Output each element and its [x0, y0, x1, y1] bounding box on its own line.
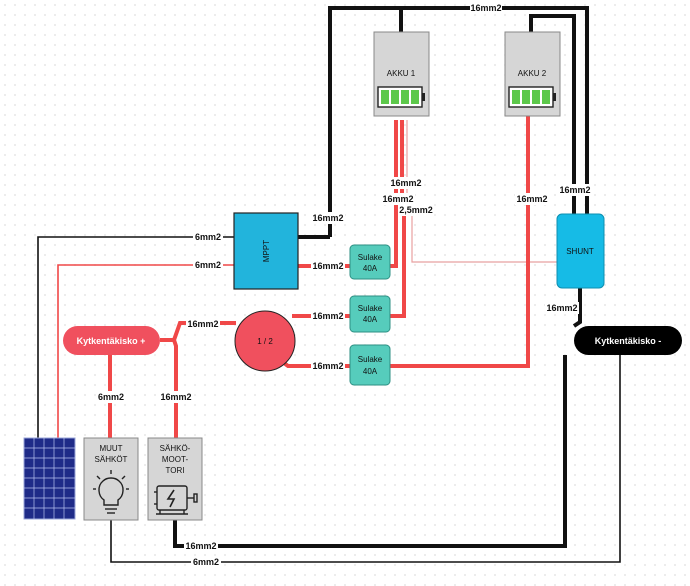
wire-akku2-positive: [390, 116, 530, 368]
muut-label-1: MUUT: [99, 444, 122, 453]
cable-label-akku2-pos: 16mm2: [515, 193, 549, 205]
cable-label-bottom-motor: 16mm2: [184, 540, 218, 552]
battery-switch: 1 / 2: [234, 310, 296, 372]
cable-label-akku2-neg: 16mm2: [558, 184, 592, 196]
motor-label-2: MOOT-: [162, 455, 189, 464]
svg-text:16mm2: 16mm2: [160, 392, 191, 402]
svg-text:16mm2: 16mm2: [516, 194, 547, 204]
battery-akku-2: AKKU 2: [504, 31, 561, 117]
akku1-label: AKKU 1: [387, 69, 416, 78]
cable-label-muut-feed: 6mm2: [96, 391, 126, 403]
svg-text:6mm2: 6mm2: [98, 392, 124, 402]
battery-level-icon: [377, 86, 425, 108]
fuse-3: Sulake 40A: [349, 344, 391, 386]
svg-text:16mm2: 16mm2: [312, 361, 343, 371]
svg-text:16mm2: 16mm2: [187, 319, 218, 329]
busbar-negative-label: Kytkentäkisko -: [595, 336, 662, 346]
motor-label-1: SÄHKÖ-: [160, 444, 191, 453]
wire-top-negative: [328, 6, 589, 237]
shunt-label: SHUNT: [566, 247, 594, 256]
svg-text:16mm2: 16mm2: [312, 311, 343, 321]
busbar-positive: Kytkentäkisko +: [63, 326, 160, 355]
fuse-2-rating: 40A: [363, 315, 378, 324]
fuse-1: Sulake 40A: [349, 244, 391, 280]
motor-label-3: TORI: [166, 466, 185, 475]
wire-panel-negative: [37, 236, 234, 438]
wire-akku1-sense: [406, 120, 557, 263]
svg-text:16mm2: 16mm2: [546, 303, 577, 313]
lightbulb-icon: [93, 470, 129, 514]
cable-label-akku1-sense: 2,5mm2: [398, 204, 434, 216]
svg-text:16mm2: 16mm2: [312, 213, 343, 223]
cable-label-bottom-muut: 6mm2: [191, 556, 221, 568]
svg-text:6mm2: 6mm2: [195, 232, 221, 242]
svg-text:6mm2: 6mm2: [193, 557, 219, 567]
switch-label: 1 / 2: [257, 337, 273, 346]
mppt-controller: MPPT: [233, 212, 299, 290]
cable-label-busbar-switch: 16mm2: [186, 318, 220, 330]
fuse-3-label: Sulake: [358, 355, 383, 364]
fuse-1-rating: 40A: [363, 264, 378, 273]
wire-akku2-negative: [529, 14, 576, 214]
solar-panel-icon: [23, 437, 76, 520]
cable-label-top: 16mm2: [470, 2, 502, 14]
battery-level-icon: [508, 86, 556, 108]
fuse-3-rating: 40A: [363, 367, 378, 376]
fuse-2-label: Sulake: [358, 304, 383, 313]
cable-label-akku1-pos-b: 16mm2: [381, 193, 415, 205]
cable-label-mppt-fuse: 16mm2: [311, 260, 345, 272]
svg-text:6mm2: 6mm2: [195, 260, 221, 270]
electric-motor: SÄHKÖ- MOOT- TORI: [147, 437, 203, 521]
cable-label-motor-feed: 16mm2: [159, 391, 193, 403]
mppt-label: MPPT: [262, 240, 271, 262]
battery-akku-1: AKKU 1: [373, 31, 430, 117]
wire-bottom-negative-thin: [110, 355, 621, 563]
wire-panel-positive: [57, 264, 234, 438]
svg-text:16mm2: 16mm2: [312, 261, 343, 271]
cable-label-switch-fuse2: 16mm2: [311, 310, 345, 322]
muut-label-2: SÄHKÖT: [95, 455, 128, 464]
svg-text:16mm2: 16mm2: [185, 541, 216, 551]
cable-label-shunt-neg: 16mm2: [545, 302, 579, 314]
cable-label-switch-fuse3: 16mm2: [311, 360, 345, 372]
cable-label-mppt-top: 16mm2: [311, 212, 345, 224]
cable-label-panel-pos: 6mm2: [193, 259, 223, 271]
wire-shunt-to-busbar: [572, 288, 582, 328]
cable-label-akku1-pos-a: 16mm2: [389, 177, 423, 189]
svg-text:16mm2: 16mm2: [470, 3, 501, 13]
fuse-1-label: Sulake: [358, 253, 383, 262]
busbar-negative: Kytkentäkisko -: [574, 326, 682, 355]
svg-text:16mm2: 16mm2: [390, 178, 421, 188]
cable-label-panel-neg: 6mm2: [193, 231, 223, 243]
wire-bottom-negative-thick: [173, 355, 567, 548]
svg-text:2,5mm2: 2,5mm2: [399, 205, 433, 215]
shunt: SHUNT: [556, 213, 605, 289]
other-loads: MUUT SÄHKÖT: [83, 437, 139, 521]
electric-motor-icon: [154, 485, 198, 515]
svg-text:16mm2: 16mm2: [559, 185, 590, 195]
busbar-positive-label: Kytkentäkisko +: [77, 336, 146, 346]
svg-text:16mm2: 16mm2: [382, 194, 413, 204]
fuse-2: Sulake 40A: [349, 295, 391, 333]
wire-busbar-to-motor: [172, 339, 178, 438]
akku2-label: AKKU 2: [518, 69, 547, 78]
